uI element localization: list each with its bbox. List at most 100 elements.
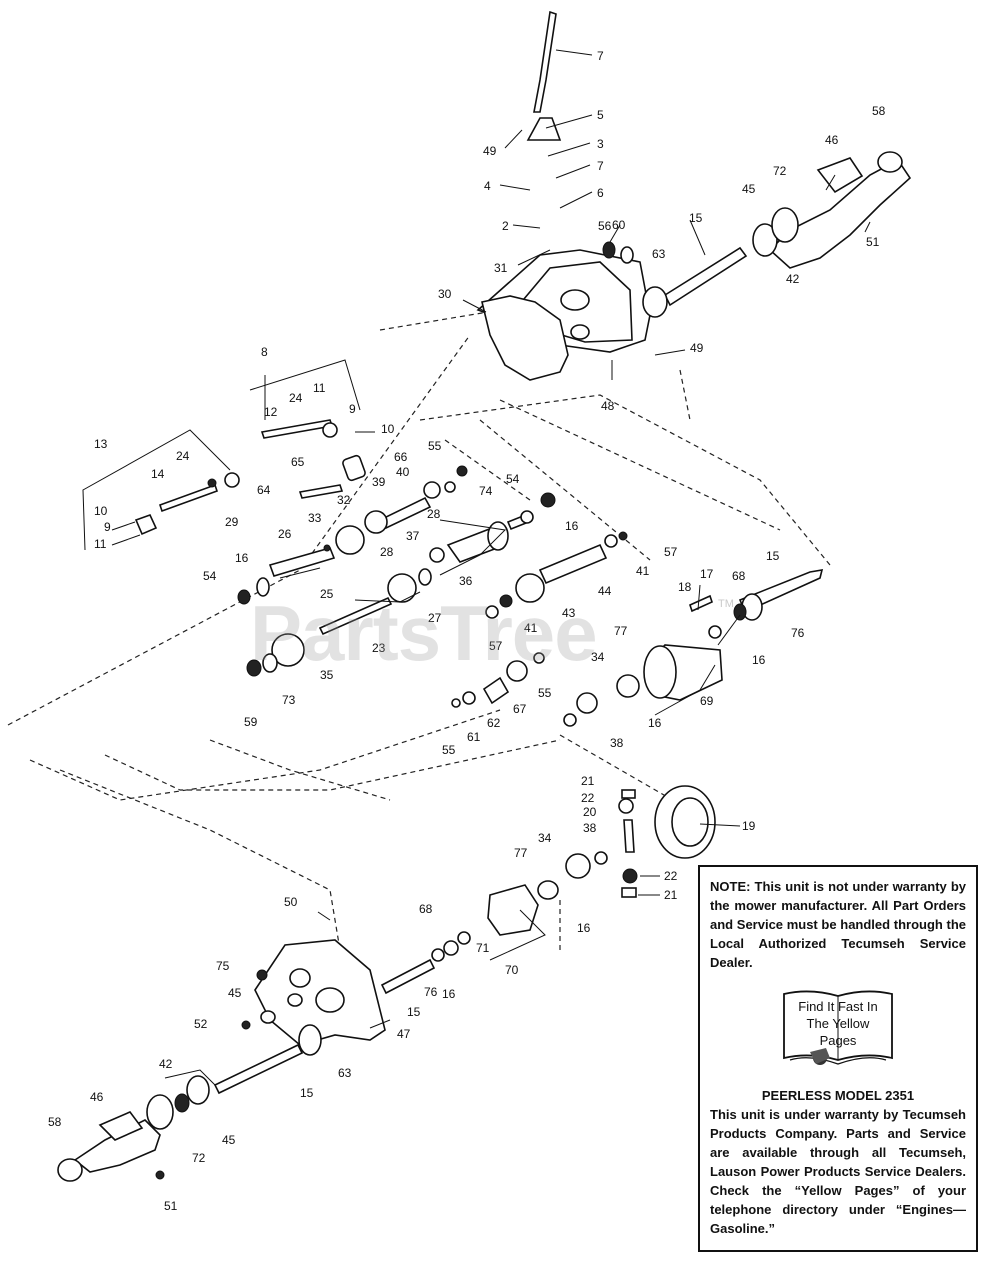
label-10: 10 — [94, 504, 108, 518]
label-38: 38 — [610, 736, 624, 750]
label-64: 64 — [257, 483, 271, 497]
label-30: 30 — [438, 287, 452, 301]
label-5: 5 — [597, 108, 604, 122]
label-21: 21 — [664, 888, 678, 902]
label-34: 34 — [591, 650, 605, 664]
label-55: 55 — [428, 439, 442, 453]
label-46: 46 — [90, 1090, 104, 1104]
label-77: 77 — [514, 846, 528, 860]
label-59: 59 — [244, 715, 258, 729]
label-26: 26 — [278, 527, 292, 541]
yellow-pages-slogan: Find It Fast In The Yellow Pages — [798, 999, 878, 1048]
label-50: 50 — [284, 895, 298, 909]
left-axle-housing — [57, 1111, 165, 1182]
upper-axle-shaft — [602, 241, 748, 318]
label-49: 49 — [483, 144, 497, 158]
label-25: 25 — [320, 587, 334, 601]
label-3: 3 — [597, 137, 604, 151]
shift-rail-assembly — [134, 419, 338, 536]
label-43: 43 — [562, 606, 576, 620]
yellow-pages-graphic: Find It Fast In The Yellow Pages — [772, 984, 904, 1076]
label-37: 37 — [406, 529, 420, 543]
label-11: 11 — [313, 381, 326, 395]
label-7: 7 — [597, 159, 604, 173]
label-66: 66 — [394, 450, 408, 464]
label-24: 24 — [176, 449, 190, 463]
label-18: 18 — [678, 580, 692, 594]
label-42: 42 — [786, 272, 800, 286]
label-74: 74 — [479, 484, 493, 498]
label-16: 16 — [648, 716, 662, 730]
part-number-labels: 7 5 49 3 7 4 6 2 56 60 31 58 46 72 45 15… — [48, 49, 886, 1213]
lower-axle-shafts — [146, 958, 436, 1130]
label-9: 9 — [349, 402, 356, 416]
label-21: 21 — [581, 774, 595, 788]
label-27: 27 — [428, 611, 442, 625]
label-33: 33 — [308, 511, 322, 525]
label-15: 15 — [766, 549, 780, 563]
label-46: 46 — [825, 133, 839, 147]
label-58: 58 — [48, 1115, 62, 1129]
label-41: 41 — [524, 621, 538, 635]
label-77: 77 — [614, 624, 628, 638]
label-76: 76 — [791, 626, 805, 640]
label-6: 6 — [597, 186, 604, 200]
label-45: 45 — [228, 986, 242, 1000]
label-51: 51 — [164, 1199, 178, 1213]
label-13: 13 — [94, 437, 108, 451]
label-68: 68 — [732, 569, 746, 583]
warranty-text: This unit is under warranty by Tecumseh … — [710, 1107, 966, 1236]
shift-lever — [526, 10, 562, 141]
label-24: 24 — [289, 391, 303, 405]
label-19: 19 — [742, 819, 756, 833]
label-54: 54 — [203, 569, 217, 583]
book-icon — [783, 990, 893, 1065]
label-14: 14 — [151, 467, 165, 481]
label-45: 45 — [222, 1133, 236, 1147]
label-68: 68 — [419, 902, 433, 916]
label-69: 69 — [700, 694, 714, 708]
label-57: 57 — [489, 639, 503, 653]
label-16: 16 — [752, 653, 766, 667]
leader-lines — [82, 49, 871, 1086]
label-23: 23 — [372, 641, 386, 655]
label-17: 17 — [700, 567, 714, 581]
label-45: 45 — [742, 182, 756, 196]
label-28: 28 — [380, 545, 394, 559]
label-16: 16 — [565, 519, 579, 533]
label-10: 10 — [381, 422, 395, 436]
label-35: 35 — [320, 668, 334, 682]
warranty-note-box: NOTE: This unit is not under warranty by… — [698, 865, 978, 1252]
label-34: 34 — [538, 831, 552, 845]
label-67: 67 — [513, 702, 527, 716]
label-62: 62 — [487, 716, 501, 730]
label-55: 55 — [538, 686, 552, 700]
label-70: 70 — [505, 963, 519, 977]
label-75: 75 — [216, 959, 230, 973]
label-60: 60 — [612, 218, 626, 232]
label-38: 38 — [583, 821, 597, 835]
label-76: 76 — [424, 985, 438, 999]
label-16: 16 — [577, 921, 591, 935]
label-72: 72 — [192, 1151, 206, 1165]
label-28: 28 — [427, 507, 441, 521]
gasket — [481, 295, 569, 381]
label-47: 47 — [397, 1027, 411, 1041]
main-case — [241, 939, 386, 1046]
label-31: 31 — [494, 261, 508, 275]
label-63: 63 — [652, 247, 666, 261]
label-40: 40 — [396, 465, 410, 479]
label-20: 20 — [583, 805, 597, 819]
label-12: 12 — [264, 405, 278, 419]
watermark-trademark: TM — [718, 598, 734, 610]
right-axle-housing — [752, 151, 912, 269]
label-22: 22 — [581, 791, 595, 805]
label-65: 65 — [291, 455, 305, 469]
label-57: 57 — [664, 545, 678, 559]
label-63: 63 — [338, 1066, 352, 1080]
label-52: 52 — [194, 1017, 208, 1031]
label-56: 56 — [598, 219, 612, 233]
label-8: 8 — [261, 345, 268, 359]
label-39: 39 — [372, 475, 386, 489]
